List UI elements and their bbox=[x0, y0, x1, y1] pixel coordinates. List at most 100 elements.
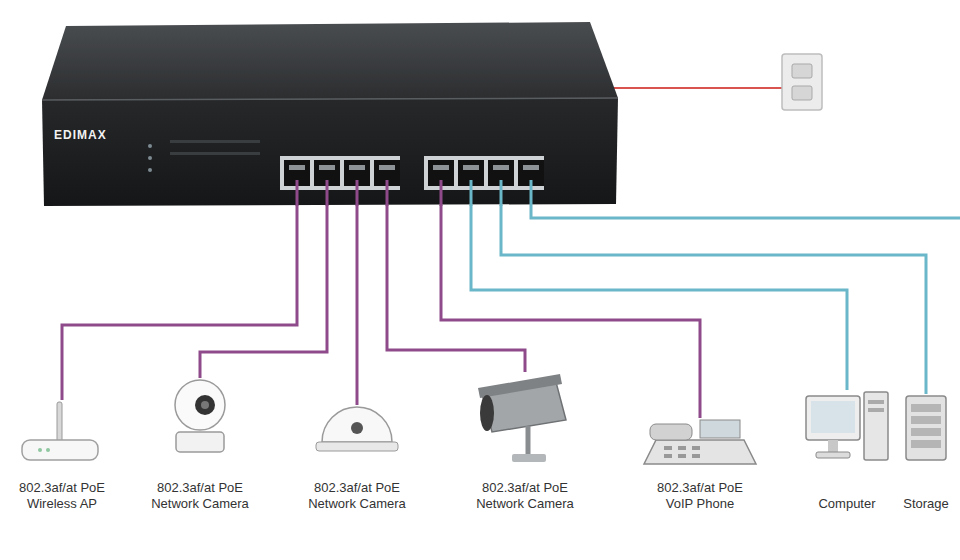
wall-outlet bbox=[792, 64, 812, 78]
port-block bbox=[463, 165, 479, 170]
storage-icon bbox=[906, 396, 946, 460]
device-label: 802.3af/at PoE Wireless AP bbox=[6, 480, 118, 512]
switch-body bbox=[42, 22, 618, 206]
switch-body bbox=[148, 168, 152, 172]
bullet-camera-icon bbox=[478, 374, 566, 462]
device-node: 802.3af/at PoE Network Camera bbox=[140, 378, 260, 512]
port-block bbox=[433, 165, 449, 170]
power-cord bbox=[612, 87, 782, 89]
switch-body bbox=[42, 22, 618, 100]
dome-camera-icon bbox=[322, 407, 392, 442]
computer-icon bbox=[816, 452, 850, 458]
wall-outlet bbox=[782, 54, 822, 110]
device-label: Computer bbox=[818, 496, 875, 512]
ptz-camera-icon bbox=[201, 401, 209, 409]
network-cable bbox=[471, 205, 847, 390]
port-block bbox=[289, 165, 305, 170]
ptz-camera-icon bbox=[176, 432, 224, 452]
storage-icon bbox=[906, 396, 946, 460]
cable-stub bbox=[326, 180, 329, 206]
wireless-ap-icon bbox=[22, 440, 98, 460]
cable-stub bbox=[440, 180, 443, 206]
cable-stub bbox=[531, 180, 960, 218]
cable-stub bbox=[386, 180, 389, 206]
wireless-ap-icon bbox=[38, 448, 42, 452]
device-node: 802.3af/at PoE Wireless AP bbox=[2, 400, 122, 512]
device-node: 802.3af/at PoE Network Camera bbox=[297, 405, 417, 512]
port-block bbox=[280, 156, 544, 190]
switch-body bbox=[170, 152, 260, 155]
device-label: 802.3af/at PoE Network Camera bbox=[144, 480, 256, 512]
power-cord bbox=[612, 88, 782, 89]
cable-stub bbox=[356, 180, 359, 206]
brand-label: EDIMAX bbox=[54, 128, 107, 142]
device-label: 802.3af/at PoE Network Camera bbox=[469, 480, 581, 512]
bullet-camera-icon bbox=[526, 426, 531, 456]
storage-icon bbox=[911, 428, 941, 436]
switch-body bbox=[42, 98, 618, 100]
wireless-ap-icon bbox=[46, 448, 50, 452]
network-cable bbox=[501, 205, 926, 394]
wireless-ap-icon bbox=[57, 402, 62, 442]
port-block bbox=[349, 165, 365, 170]
port-block bbox=[523, 165, 539, 170]
voip-phone-icon bbox=[644, 420, 756, 464]
computer-icon bbox=[868, 400, 884, 404]
voip-phone-icon bbox=[692, 454, 700, 458]
computer-icon bbox=[864, 392, 888, 460]
device-node: 802.3af/at PoE Network Camera bbox=[465, 372, 585, 512]
network-cable bbox=[356, 205, 359, 405]
device-label: 802.3af/at PoE Network Camera bbox=[301, 480, 413, 512]
port-block bbox=[493, 165, 509, 170]
switch-box: EDIMAX bbox=[42, 100, 618, 205]
cable-stub bbox=[470, 180, 473, 206]
ptz-camera-icon bbox=[175, 380, 225, 430]
wireless-ap-icon bbox=[22, 402, 98, 460]
voip-phone-icon bbox=[664, 454, 672, 458]
ptz-camera-icon bbox=[195, 395, 215, 415]
voip-phone-icon bbox=[692, 446, 700, 450]
device-node: Computer bbox=[804, 390, 890, 512]
port-block bbox=[379, 165, 395, 170]
computer-icon bbox=[828, 440, 838, 452]
switch-body bbox=[148, 144, 152, 148]
device-node: 802.3af/at PoE VoIP Phone bbox=[640, 418, 760, 512]
computer-icon bbox=[868, 408, 884, 412]
bullet-camera-icon bbox=[478, 374, 562, 398]
voip-phone-icon bbox=[644, 440, 756, 464]
computer-icon bbox=[806, 392, 888, 460]
computer-icon bbox=[806, 396, 860, 440]
storage-icon bbox=[911, 416, 941, 424]
bullet-camera-icon bbox=[480, 395, 494, 431]
switch-body bbox=[170, 140, 260, 143]
device-node: Storage bbox=[899, 394, 953, 512]
bullet-camera-icon bbox=[512, 454, 546, 462]
ptz-camera-icon bbox=[175, 380, 225, 452]
computer-icon bbox=[811, 401, 855, 433]
storage-icon bbox=[911, 440, 941, 448]
switch-body bbox=[148, 156, 152, 160]
port-block bbox=[319, 165, 335, 170]
dome-camera-icon bbox=[351, 422, 363, 434]
cable-stub bbox=[297, 180, 960, 218]
device-label: 802.3af/at PoE VoIP Phone bbox=[644, 480, 756, 512]
network-cable bbox=[441, 205, 700, 418]
network-cable bbox=[200, 205, 327, 378]
dome-camera-icon bbox=[316, 442, 398, 451]
voip-phone-icon bbox=[700, 420, 740, 438]
voip-phone-icon bbox=[664, 446, 672, 450]
cable-stub bbox=[500, 180, 503, 206]
device-label: Storage bbox=[903, 496, 949, 512]
voip-phone-icon bbox=[678, 454, 686, 458]
wall-outlet bbox=[792, 86, 812, 100]
voip-phone-icon bbox=[678, 446, 686, 450]
cable-stub bbox=[296, 180, 299, 206]
storage-icon bbox=[911, 404, 941, 412]
dome-camera-icon bbox=[316, 407, 398, 451]
voip-phone-icon bbox=[650, 424, 692, 440]
network-cable bbox=[62, 205, 297, 400]
wall-outlet bbox=[782, 54, 822, 110]
